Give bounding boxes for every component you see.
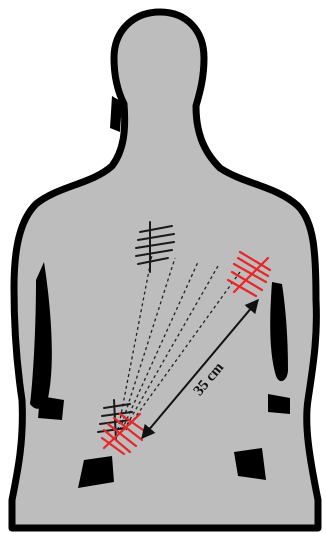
left-neck-shadow [110, 96, 122, 132]
torso-silhouette [12, 12, 318, 528]
left-elbow-notch [38, 396, 64, 420]
right-hip-shadow [234, 448, 266, 480]
